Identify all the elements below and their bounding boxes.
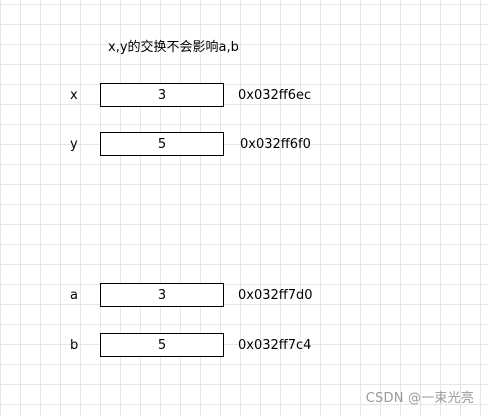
variable-a-box: 3 bbox=[100, 283, 224, 307]
variable-a-value: 3 bbox=[157, 287, 167, 303]
variable-y-label: y bbox=[70, 137, 78, 152]
variable-y-value: 5 bbox=[157, 136, 167, 152]
variable-x-label: x bbox=[70, 88, 78, 103]
variable-x-value: 3 bbox=[157, 87, 167, 103]
variable-y-address: 0x032ff6f0 bbox=[240, 137, 311, 152]
variable-x-address: 0x032ff6ec bbox=[238, 88, 312, 103]
variable-b-box: 5 bbox=[100, 333, 224, 357]
variable-y-box: 5 bbox=[100, 132, 224, 156]
diagram-title: x,y的交换不会影响a,b bbox=[108, 40, 239, 55]
variable-a-label: a bbox=[70, 288, 78, 303]
watermark: CSDN @一束光亮 bbox=[365, 391, 474, 406]
variable-b-address: 0x032ff7c4 bbox=[238, 338, 312, 353]
variable-b-label: b bbox=[70, 338, 79, 353]
variable-a-address: 0x032ff7d0 bbox=[238, 288, 313, 303]
variable-b-value: 5 bbox=[157, 337, 167, 353]
variable-x-box: 3 bbox=[100, 83, 224, 107]
